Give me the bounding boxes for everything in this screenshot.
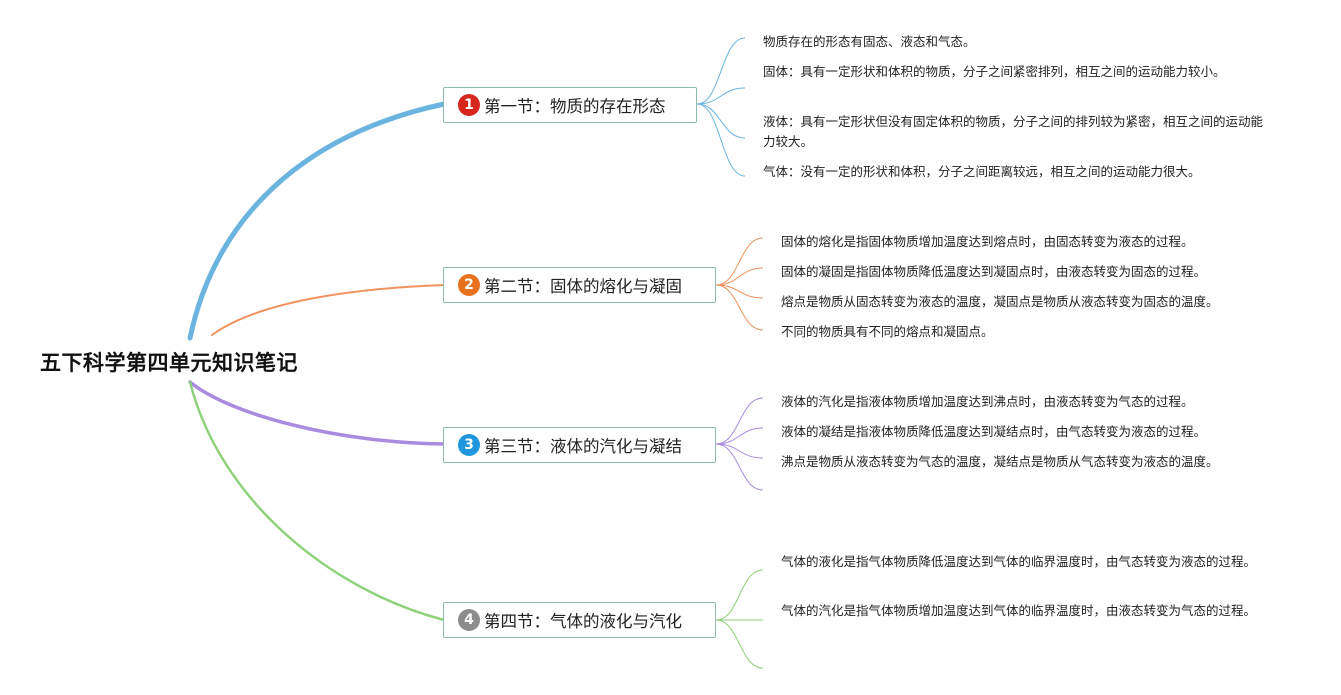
note-item[interactable]: 固体：具有一定形状和体积的物质，分子之间紧密排列，相互之间的运动能力较小。 [763,64,1226,79]
root-topic-title[interactable]: 五下科学第四单元知识笔记 [40,351,298,375]
note-connector-line [715,443,764,491]
note-item[interactable]: 固体的熔化是指固体物质增加温度达到熔点时，由固态转变为液态的过程。 [781,234,1194,249]
note-connector-line [715,237,764,286]
section-number-badge: 2 [458,274,480,296]
note-connector-line [715,427,764,445]
note-item[interactable]: 熔点是物质从固态转变为液态的温度，凝固点是物质从液态转变为固态的温度。 [781,294,1219,309]
note-item[interactable]: 不同的物质具有不同的熔点和凝固点。 [781,324,994,339]
main-branch-line-2 [211,284,445,336]
section-label: 第一节：物质的存在形态 [484,97,666,116]
note-connector-line [696,37,746,105]
section-number-badge: 4 [458,609,480,631]
note-connector-line [715,619,764,669]
note-item[interactable]: 液体：具有一定形状但没有固定体积的物质，分子之间的排列较为紧密，相互之间的运动能… [763,114,1264,149]
section-number-badge: 3 [458,434,480,456]
note-connector-line [715,284,764,299]
section-label: 第二节：固体的熔化与凝固 [484,277,682,296]
main-branch-line-4 [188,380,446,622]
note-connector-line [715,284,764,331]
note-connector-line [715,443,764,459]
section-label: 第三节：液体的汽化与凝结 [484,437,682,456]
note-item[interactable]: 物质存在的形态有固态、液态和气态。 [763,34,976,49]
section-topic-4[interactable]: 4 第四节：气体的液化与汽化 [443,602,716,638]
section-topic-3[interactable]: 3 第三节：液体的汽化与凝结 [443,427,716,463]
note-item[interactable]: 气体的汽化是指气体物质增加温度达到气体的临界温度时，由液态转变为气态的过程。 [781,603,1257,618]
note-connectors-3 [715,397,764,491]
note-item[interactable]: 气体的液化是指气体物质降低温度达到气体的临界温度时，由气态转变为液态的过程。 [781,554,1257,569]
note-item[interactable]: 液体的凝结是指液体物质降低温度达到凝结点时，由气态转变为液态的过程。 [781,424,1207,439]
section-number-badge: 1 [458,94,480,116]
note-connector-line [696,103,746,177]
note-connectors-1 [696,37,746,177]
main-branch-line-1 [187,101,447,341]
note-item[interactable]: 沸点是物质从液态转变为气态的温度，凝结点是物质从气态转变为液态的温度。 [781,454,1219,469]
note-connector-line [715,569,764,621]
section-topic-1[interactable]: 1 第一节：物质的存在形态 [443,87,697,123]
note-item[interactable]: 气体：没有一定的形状和体积，分子之间距离较远，相互之间的运动能力很大。 [763,164,1201,179]
main-branch-line-3 [188,380,446,446]
note-connector-line [696,87,746,105]
section-label: 第四节：气体的液化与汽化 [484,612,682,631]
note-connector-line [715,397,764,445]
note-connector-line [696,103,746,139]
note-connector-line [715,267,764,286]
note-item[interactable]: 固体的凝固是指固体物质降低温度达到凝固点时，由液态转变为固态的过程。 [781,264,1207,279]
note-item[interactable]: 液体的汽化是指液体物质增加温度达到沸点时，由液态转变为气态的过程。 [781,394,1194,409]
section-topic-2[interactable]: 2 第二节：固体的熔化与凝固 [443,267,716,303]
note-connectors-2 [715,237,764,331]
note-connectors-4 [715,569,764,669]
